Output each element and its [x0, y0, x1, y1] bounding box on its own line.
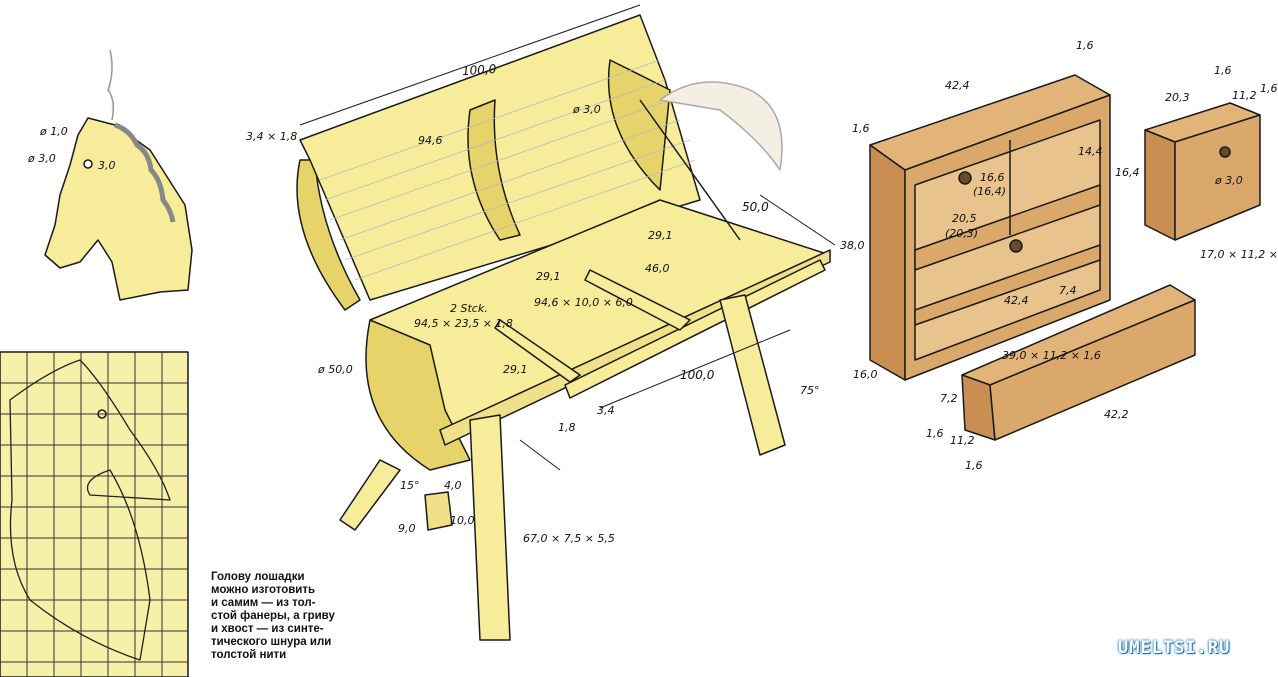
caption-line: и хвост — из синте- [211, 623, 324, 635]
dimension-label: 9,0 [398, 522, 416, 535]
dimension-label: 46,0 [645, 262, 670, 275]
dimension-label: 100,0 [680, 368, 715, 382]
dimension-label: 29,1 [536, 270, 561, 283]
dimension-label: 1,6 [965, 459, 983, 472]
dimension-label: 42,2 [1104, 408, 1129, 421]
dimension-label: (20,3) [945, 227, 979, 240]
dimension-label: 16,4 [1115, 166, 1140, 179]
dimension-label: 15° [400, 479, 420, 492]
dimension-label: 94,5 × 23,5 × 1,8 [414, 317, 513, 330]
dimension-label: 7,4 [1059, 284, 1077, 297]
wedge-block [424, 491, 453, 531]
dimension-label: 1,6 [1076, 39, 1094, 52]
dimension-label: 1,6 [1214, 64, 1232, 77]
dimension-label: 75° [800, 384, 820, 397]
horse-head-drawing [44, 49, 193, 301]
shelf-drawing [869, 74, 1261, 441]
dimension-label: 42,4 [1004, 294, 1029, 307]
dimension-label: (16,4) [973, 185, 1007, 198]
front-leg [469, 414, 511, 641]
dimension-label: 11,2 [950, 434, 975, 447]
dimension-label: ø 3,0 [28, 152, 56, 165]
dimension-label: ø 1,0 [40, 125, 68, 138]
dimension-label: ø 3,0 [573, 103, 601, 116]
dimension-label: 1,6 [1260, 82, 1278, 95]
dimension-label: 50,0 [742, 200, 769, 214]
caption-line: тического шнура или [211, 636, 332, 648]
caption-line: толстой нити [211, 649, 287, 661]
dimension-label: 2 Stck. [450, 302, 488, 315]
dimension-label: 16,6 [980, 171, 1005, 184]
dimension-label: ø 3,0 [1215, 174, 1243, 187]
dimension-label: 1,6 [852, 122, 870, 135]
dimension-label: 94,6 × 10,0 × 6,0 [534, 296, 633, 309]
dimension-label: 10,0 [450, 514, 475, 527]
dimension-label: ø 50,0 [318, 363, 353, 376]
caption-line: стой фанеры, а гриву [211, 610, 335, 622]
dimension-label: 14,4 [1078, 145, 1103, 158]
caption-line: Голову лошадки [211, 571, 305, 583]
dimension-label: 94,6 [418, 134, 443, 147]
dimension-label: 29,1 [648, 229, 673, 242]
dimension-label: 3,4 × 1,8 [246, 130, 298, 143]
dimension-label: 3,4 [597, 404, 615, 417]
dimension-label: 29,1 [503, 363, 528, 376]
dimension-label: 4,0 [444, 479, 462, 492]
dimension-label: 3,0 [98, 159, 116, 172]
caption-line: и самим — из тол- [211, 597, 316, 609]
dimension-label: 16,0 [853, 368, 878, 381]
dimension-label: 39,0 × 11,2 × 1,6 [1002, 349, 1101, 362]
dimension-label: 17,0 × 11,2 × 1,6 [1200, 248, 1278, 261]
dimension-label: 20,5 [952, 212, 977, 225]
dimension-label: 11,2 [1232, 89, 1257, 102]
dimension-label: 20,3 [1165, 91, 1190, 104]
dimension-label: 1,6 [926, 427, 944, 440]
dimension-label: 1,8 [558, 421, 576, 434]
caption-line: можно изготовить [211, 584, 316, 596]
dimension-label: 38,0 [840, 239, 865, 252]
dimension-label: 42,4 [945, 79, 970, 92]
caption-text: Голову лошадки можно изготовить и самим … [211, 571, 361, 662]
horse-pattern-grid [0, 351, 189, 677]
watermark: UMELTSI.RU [1118, 638, 1231, 658]
dimension-label: 67,0 × 7,5 × 5,5 [523, 532, 615, 545]
dimension-label: 7,2 [940, 392, 958, 405]
dimension-label: 100,0 [461, 61, 497, 79]
bench-drawing [296, 4, 836, 641]
